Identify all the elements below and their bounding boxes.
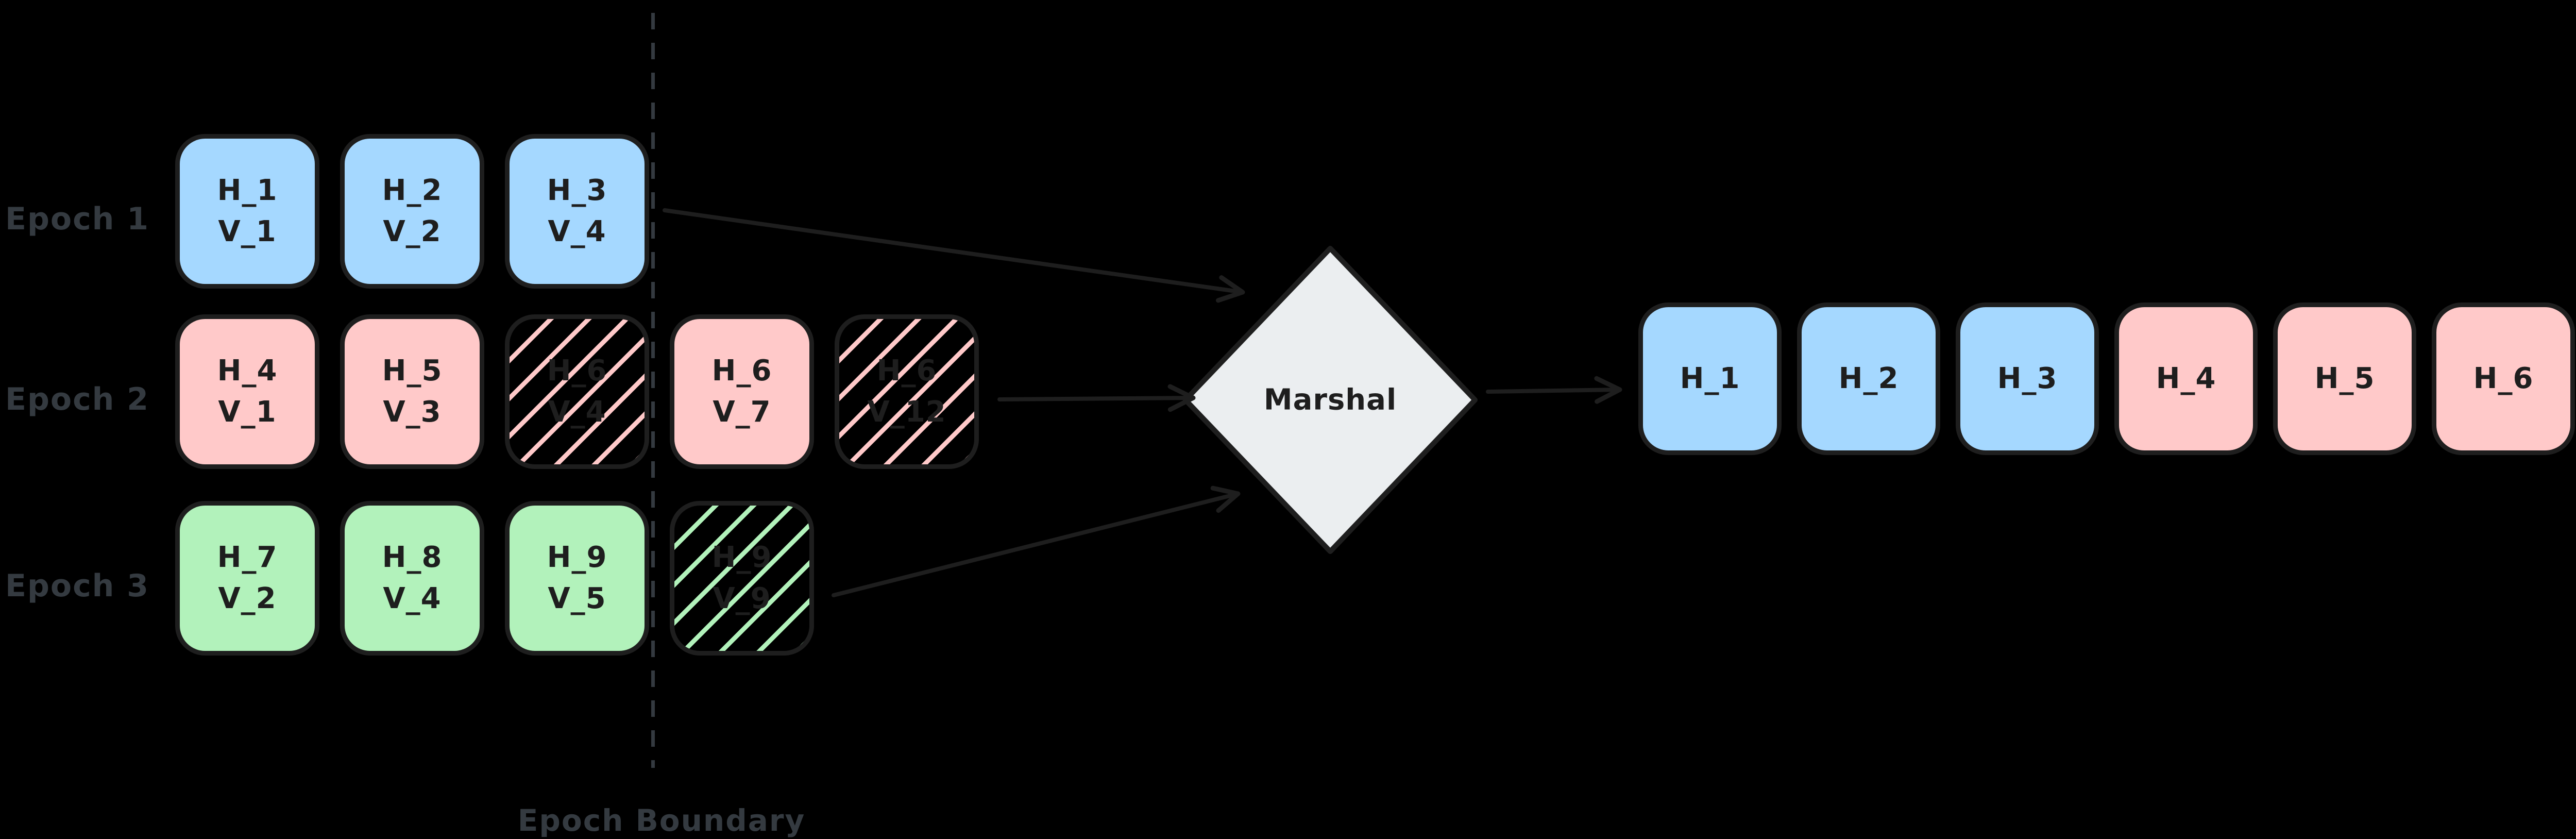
marshal-label: Marshal — [1263, 383, 1397, 417]
flow-arrow-4 — [1486, 376, 1622, 404]
output-box-h_3: H_3 — [1956, 303, 2099, 455]
output-box-h_2: H_2 — [1797, 303, 1940, 455]
node-box-h_6-v_7-label: H_6 — [711, 354, 772, 388]
node-box-h_9-v_5-label: H_9 — [547, 541, 607, 574]
node-box-h_6-v_7-label: V_7 — [713, 395, 771, 429]
node-box-h_1-v_1-label: H_1 — [217, 174, 278, 207]
flow-arrow-1 — [663, 208, 1245, 303]
node-box-h_5-v_3-label: H_5 — [382, 354, 443, 388]
node-box-h_3-v_4-label: V_4 — [548, 215, 606, 248]
output-box-h_6: H_6 — [2432, 303, 2575, 455]
dropped-box-h_9-v_9-label: H_9 — [711, 541, 772, 574]
flow-arrow-3 — [832, 485, 1241, 597]
output-box-h_3-label: H_3 — [1997, 362, 2058, 395]
node-box-h_3-v_4-label: H_3 — [547, 174, 607, 207]
epoch-3-label: Epoch 3 — [5, 568, 150, 604]
dropped-box-h_6-v_4-label: V_4 — [548, 395, 606, 429]
node-box-h_1-v_1-label: V_1 — [218, 215, 277, 248]
dropped-box-h_9-v_9-label: V_9 — [713, 582, 771, 615]
node-box-h_2-v_2-label: H_2 — [382, 174, 443, 207]
dropped-box-h_6-v_12-label: H_6 — [876, 354, 937, 388]
epoch-boundary-line — [651, 13, 655, 768]
node-box-h_5-v_3-label: V_3 — [383, 395, 442, 429]
epoch-1-label: Epoch 1 — [5, 201, 150, 237]
output-box-h_1: H_1 — [1638, 303, 1782, 455]
epoch-2-label: Epoch 2 — [5, 381, 150, 417]
marshal-diamond — [1183, 246, 1478, 554]
node-box-h_4-v_1-label: V_1 — [218, 395, 277, 429]
output-box-h_5-label: H_5 — [2314, 362, 2375, 395]
node-box-h_7-v_2-label: H_7 — [217, 541, 278, 574]
node-box-h_7-v_2-label: V_2 — [218, 582, 277, 615]
output-box-h_5: H_5 — [2273, 303, 2416, 455]
node-box-h_9-v_5-label: V_5 — [548, 582, 606, 615]
epoch-boundary-label: Epoch Boundary — [517, 803, 806, 838]
arrow-layer — [663, 208, 1622, 597]
node-box-h_4-v_1-label: H_4 — [217, 354, 278, 388]
output-box-h_4-label: H_4 — [2156, 362, 2216, 395]
dropped-box-h_6-v_12-label: V_12 — [867, 395, 946, 429]
output-box-h_4: H_4 — [2114, 303, 2258, 455]
node-box-h_8-v_4-label: V_4 — [383, 582, 442, 615]
flow-arrow-2 — [997, 384, 1196, 412]
output-box-h_2-label: H_2 — [1838, 362, 1899, 395]
output-box-h_6-label: H_6 — [2473, 362, 2534, 395]
node-box-h_8-v_4-label: H_8 — [382, 541, 443, 574]
dropped-box-h_6-v_4-label: H_6 — [547, 354, 607, 388]
node-box-h_2-v_2-label: V_2 — [383, 215, 442, 248]
output-box-h_1-label: H_1 — [1680, 362, 1740, 395]
